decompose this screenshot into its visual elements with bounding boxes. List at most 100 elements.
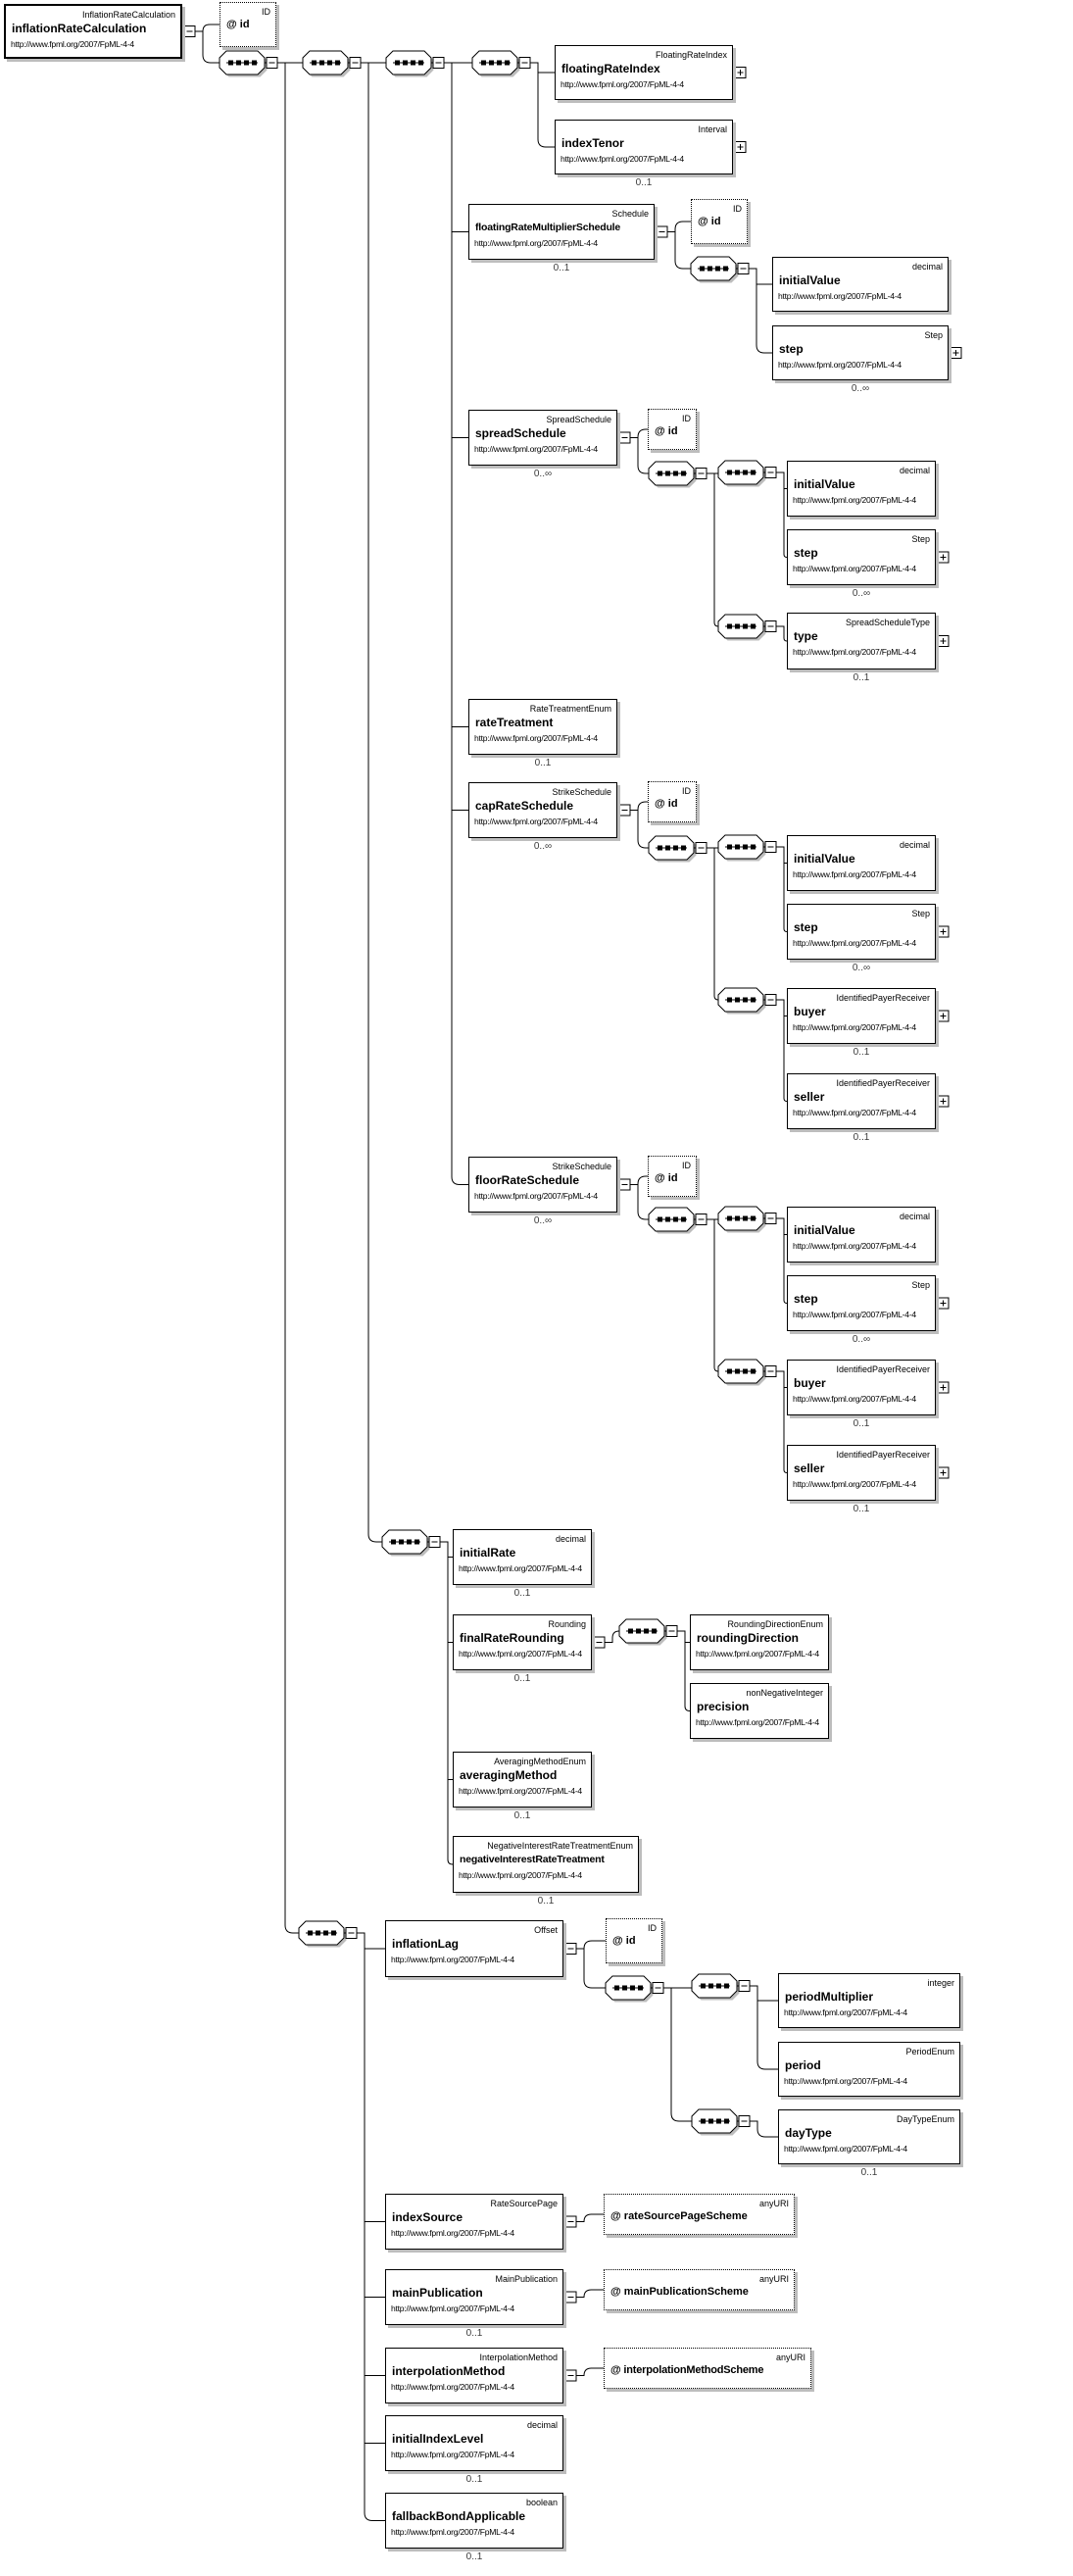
collapse-toggle-icon-seq2[interactable] <box>349 57 362 69</box>
cardinality-label: 0..1 <box>513 1810 531 1821</box>
attribute-box-id[interactable]: ID@ id <box>691 199 748 244</box>
name-label: floatingRateMultiplierSchedule <box>475 222 621 233</box>
namespace-label: http://www.fpml.org/2007/FpML-4-4 <box>474 1191 598 1201</box>
name-label: @ id <box>655 1172 678 1184</box>
expand-toggle-icon-fri[interactable] <box>734 67 747 78</box>
namespace-label: http://www.fpml.org/2007/FpML-4-4 <box>793 938 916 948</box>
collapse-toggle-icon-seqC3[interactable] <box>764 994 777 1006</box>
name-label: periodMultiplier <box>785 1990 873 2004</box>
collapse-toggle-icon-root[interactable] <box>183 25 196 37</box>
expand-toggle-icon-cap_seller[interactable] <box>937 1095 950 1108</box>
collapse-toggle-icon-seq4[interactable] <box>518 57 531 69</box>
collapse-toggle-icon-inflationLag[interactable] <box>564 1943 577 1955</box>
collapse-toggle-icon-seqC1[interactable] <box>695 842 707 854</box>
attribute-box-id[interactable]: ID@ id <box>648 1156 697 1197</box>
collapse-toggle-icon-seqB1[interactable] <box>428 1536 441 1548</box>
attribute-box-interpolationMethodScheme[interactable]: anyURI@ interpolationMethodScheme <box>604 2348 811 2389</box>
cardinality-label: 0..∞ <box>533 1215 553 1226</box>
expand-toggle-icon-frms_step[interactable] <box>950 347 962 359</box>
type-label: Schedule <box>611 209 649 219</box>
collapse-toggle-icon-seqF3[interactable] <box>764 1365 777 1377</box>
attribute-box-id[interactable]: ID@ id <box>648 409 697 450</box>
collapse-toggle-icon-seqL1[interactable] <box>652 1982 664 1994</box>
collapse-toggle-icon-seqF1[interactable] <box>695 1214 707 1225</box>
collapse-toggle-icon-mainPublication[interactable] <box>564 2291 577 2304</box>
collapse-toggle-icon-seqF2[interactable] <box>764 1213 777 1224</box>
expand-toggle-icon-fl_buyer[interactable] <box>937 1381 950 1394</box>
sequence-compositor-icon <box>302 50 351 77</box>
attribute-box-id[interactable]: ID@ id <box>606 1918 662 1963</box>
collapse-toggle-icon-spread[interactable] <box>618 431 631 444</box>
name-label: averagingMethod <box>460 1768 558 1782</box>
collapse-toggle-icon-frms[interactable] <box>656 225 668 238</box>
attribute-box-id[interactable]: ID@ id <box>648 781 697 822</box>
collapse-toggle-icon-seq1[interactable] <box>266 57 278 69</box>
name-label: initialRate <box>460 1546 516 1560</box>
collapse-toggle-icon-seq3[interactable] <box>432 57 445 69</box>
attribute-box-id[interactable]: ID@ id <box>219 2 276 47</box>
expand-toggle-icon-sp_step[interactable] <box>937 551 950 564</box>
collapse-toggle-icon-interpolationMethod[interactable] <box>564 2369 577 2382</box>
collapse-toggle-icon-indexSource[interactable] <box>564 2215 577 2228</box>
type-label: IdentifiedPayerReceiver <box>836 1364 930 1374</box>
collapse-toggle-icon-seqS3[interactable] <box>764 620 777 632</box>
collapse-toggle-icon-seqL3[interactable] <box>738 2115 751 2127</box>
type-label: IdentifiedPayerReceiver <box>836 1078 930 1088</box>
collapse-toggle-icon-floor[interactable] <box>618 1178 631 1191</box>
collapse-toggle-icon-seqS1[interactable] <box>695 468 707 479</box>
expand-toggle-icon-fl_step[interactable] <box>937 1297 950 1310</box>
cardinality-label: 0..1 <box>465 2328 483 2339</box>
expand-toggle-icon-sp_type[interactable] <box>937 635 950 647</box>
collapse-toggle-icon-seqM[interactable] <box>737 263 750 274</box>
collapse-toggle-icon-seqC2[interactable] <box>764 841 777 853</box>
collapse-toggle-icon-seqS2[interactable] <box>764 467 777 478</box>
collapse-toggle-icon-cap[interactable] <box>618 804 631 817</box>
expand-toggle-icon-cap_step[interactable] <box>937 925 950 938</box>
expand-toggle-icon-cap_buyer[interactable] <box>937 1010 950 1022</box>
attribute-box-mainPublicationScheme[interactable]: anyURI@ mainPublicationScheme <box>604 2269 795 2310</box>
collapse-toggle-icon-seqL2[interactable] <box>738 1980 751 1992</box>
collapse-toggle-icon-finalRateRounding[interactable] <box>593 1636 606 1649</box>
collapse-toggle-icon-seqR[interactable] <box>665 1625 678 1637</box>
expand-toggle-icon-indexTenor[interactable] <box>734 141 747 153</box>
expand-toggle-icon-fl_seller[interactable] <box>937 1466 950 1479</box>
attribute-box-rateSourcePageScheme[interactable]: anyURI@ rateSourcePageScheme <box>604 2194 795 2235</box>
collapse-toggle-icon-seqB2[interactable] <box>345 1927 358 1939</box>
